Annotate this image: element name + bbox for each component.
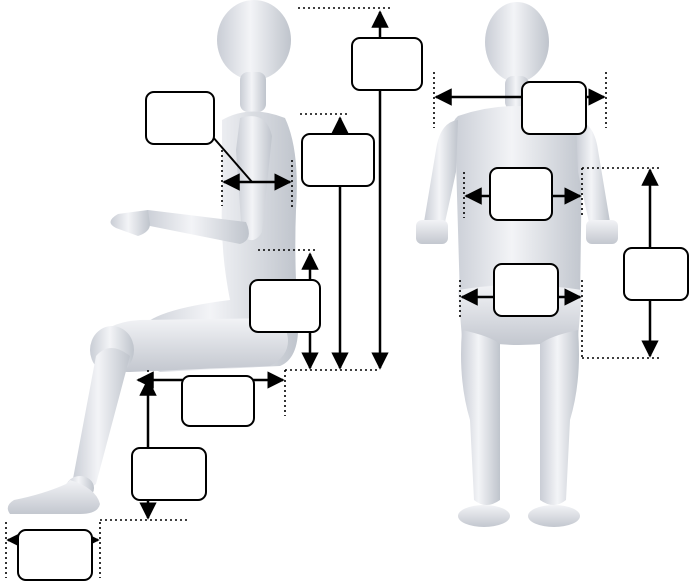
side-neck — [240, 72, 266, 112]
front-left-foot — [458, 505, 510, 527]
label-hip-breadth — [494, 264, 558, 316]
label-boxes — [18, 38, 688, 580]
label-chest-breadth — [490, 168, 552, 220]
front-left-arm — [424, 120, 458, 237]
side-hand — [110, 210, 150, 236]
front-left-leg — [461, 330, 500, 505]
label-buttock-knee-length — [182, 376, 254, 426]
front-right-hand — [586, 220, 618, 244]
front-right-leg — [540, 330, 579, 505]
label-sitting-height — [352, 38, 422, 90]
front-left-hand — [416, 220, 448, 244]
side-head — [217, 0, 291, 80]
side-shin — [72, 348, 130, 489]
side-view-mannequin — [8, 0, 298, 514]
label-shoulder-height — [302, 134, 374, 186]
label-popliteal-height — [132, 448, 206, 500]
label-foot-length — [18, 530, 92, 580]
label-elbow-height — [250, 280, 320, 332]
label-upper-arm-depth — [146, 92, 214, 144]
front-right-foot — [528, 505, 580, 527]
label-shoulder-breadth — [522, 82, 586, 134]
label-torso-height — [624, 248, 688, 300]
front-head — [485, 2, 549, 82]
